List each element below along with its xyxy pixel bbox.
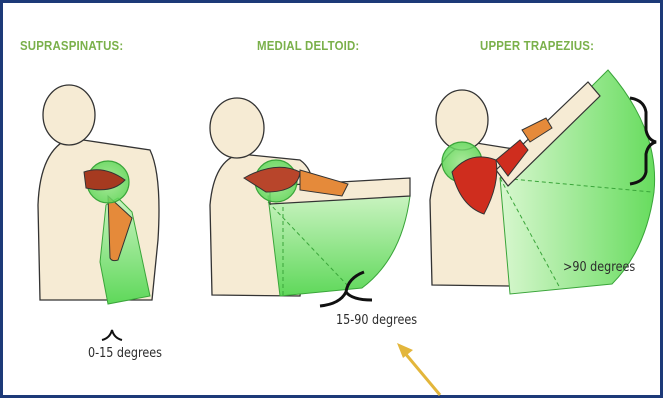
figure-medial-deltoid xyxy=(210,98,440,395)
pointer-arrow xyxy=(404,352,440,395)
panel-2-range-label: 15-90 degrees xyxy=(336,313,417,328)
panel-1-range-label: 0-15 degrees xyxy=(88,346,162,361)
figure-supraspinatus xyxy=(38,85,159,340)
panel-3-range-label: >90 degrees xyxy=(563,260,635,275)
medial-deltoid-range-cone xyxy=(268,196,410,296)
